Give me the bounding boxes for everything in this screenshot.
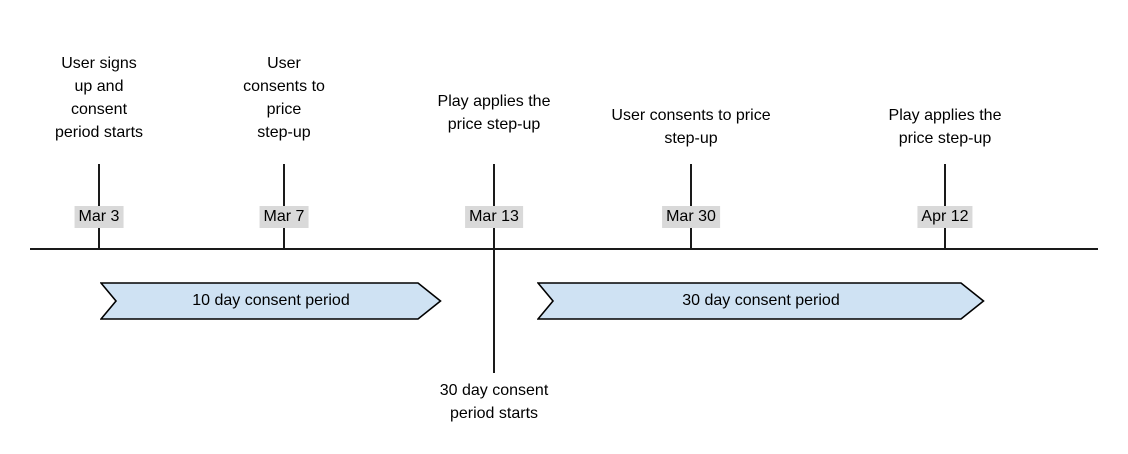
chevron-banner-icon: [537, 282, 985, 320]
consent-period-arrow-30-day: 30 day consent period: [537, 282, 985, 320]
period-label: 10 day consent period: [192, 292, 350, 309]
event-title: User consents to price step-up: [243, 55, 325, 141]
event-tick-line-extended: [493, 164, 495, 373]
timeline-axis-line: [30, 248, 1098, 250]
event-date-badge: Mar 3: [74, 206, 124, 228]
event-date-badge: Mar 30: [662, 206, 720, 228]
event-date-badge: Mar 7: [259, 206, 309, 228]
event-title: User consents to price step-up: [611, 107, 771, 147]
event-date-badge: Apr 12: [917, 206, 973, 228]
consent-period-arrow-10-day: 10 day consent period: [100, 282, 442, 320]
event-title: User signs up and consent period starts: [54, 55, 144, 141]
event-title: Play applies the price step-up: [437, 93, 551, 133]
event-note-below: 30 day consent period starts: [439, 382, 549, 422]
event-title: Play applies the price step-up: [888, 107, 1002, 147]
chevron-banner-icon: [100, 282, 442, 320]
period-label: 30 day consent period: [682, 292, 840, 309]
event-date-badge: Mar 13: [465, 206, 523, 228]
